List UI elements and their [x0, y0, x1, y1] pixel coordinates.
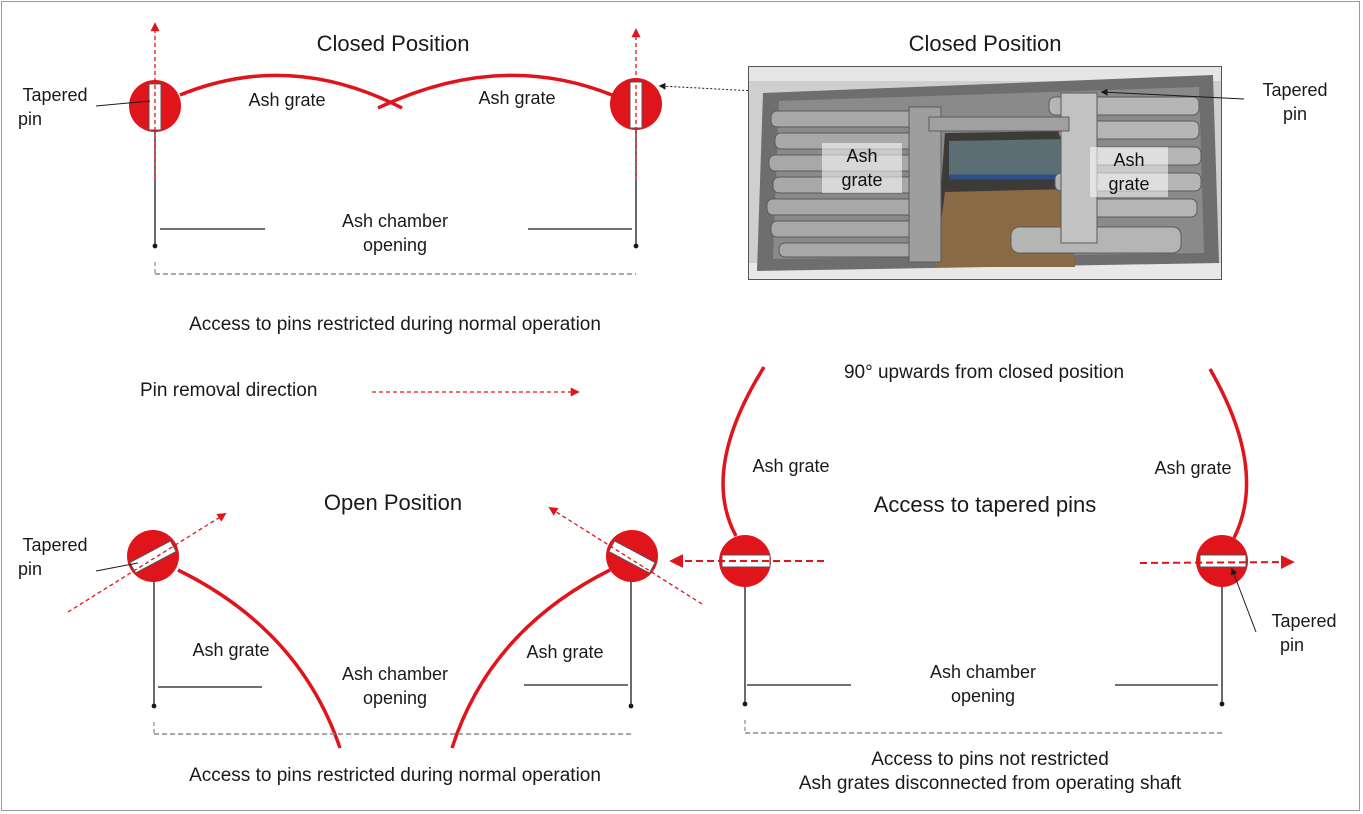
- right-post-foot: [633, 243, 639, 249]
- up-tapered-pin-pointer: [1230, 567, 1257, 633]
- open-left-tapered-pin: [129, 540, 177, 574]
- photo-tapered-pin-pointer: [1100, 88, 1245, 100]
- open-position-title: Open Position: [323, 490, 463, 515]
- open-tapered-pin-label: Tapered pin: [18, 535, 88, 579]
- ash-grate-right-label: Ash grate: [478, 88, 556, 108]
- up-right-pin-arrow: [1139, 555, 1295, 570]
- open-ash-grate-right-label: Ash grate: [526, 642, 604, 662]
- open-right-pin-arrow: [548, 507, 703, 605]
- open-position-diagram: [67, 507, 703, 749]
- pin-removal-legend-label: Pin removal direction: [140, 380, 318, 401]
- ash-grate-right-curve: [377, 73, 613, 110]
- open-ash-grate-left-label: Ash grate: [192, 640, 270, 660]
- up-right-tapered-pin: [1199, 554, 1247, 568]
- open-ash-grate-right-curve: [450, 568, 611, 749]
- up-access-note: Access to pins not restricted Ash grates…: [798, 749, 1182, 794]
- tapered-pin-label: Tapered pin: [18, 85, 88, 129]
- tapered-pin-pointer: [95, 100, 151, 107]
- left-post-foot: [152, 243, 158, 249]
- open-chamber-opening-label: Ash chamber opening: [341, 664, 449, 708]
- open-ash-grate-left-curve: [177, 568, 342, 749]
- up-ash-grate-right-curve: [1208, 368, 1249, 539]
- up-ash-grate-left-label: Ash grate: [752, 456, 830, 476]
- photo-ash-grate-left-label: Ash grate: [822, 143, 902, 193]
- ash-chamber-opening-label: Ash chamber opening: [341, 211, 449, 255]
- upwards-title: 90° upwards from closed position: [843, 362, 1125, 383]
- closed-access-note: Access to pins restricted during normal …: [189, 314, 601, 335]
- access-tapered-pins-subtitle: Access to tapered pins: [873, 492, 1097, 517]
- up-ash-grate-right-label: Ash grate: [1154, 458, 1232, 478]
- upwards-position-diagram: [669, 366, 1295, 734]
- up-tapered-pin-label: Tapered pin: [1271, 611, 1337, 655]
- closed-position-diagram: [95, 22, 889, 275]
- open-left-pin-arrow: [67, 513, 227, 613]
- ash-grate-left-label: Ash grate: [248, 90, 326, 110]
- open-access-note: Access to pins restricted during normal …: [189, 765, 601, 786]
- ash-grate-left-curve: [179, 73, 403, 110]
- up-chamber-opening-label: Ash chamber opening: [929, 662, 1037, 706]
- photo-tapered-pin-label: Tapered pin: [1262, 80, 1328, 124]
- photo-ash-grate-right-label: Ash grate: [1090, 147, 1168, 197]
- up-ash-grate-left-curve: [721, 366, 766, 537]
- photo-closed-position-title: Closed Position: [908, 31, 1062, 56]
- closed-position-title: Closed Position: [316, 31, 470, 56]
